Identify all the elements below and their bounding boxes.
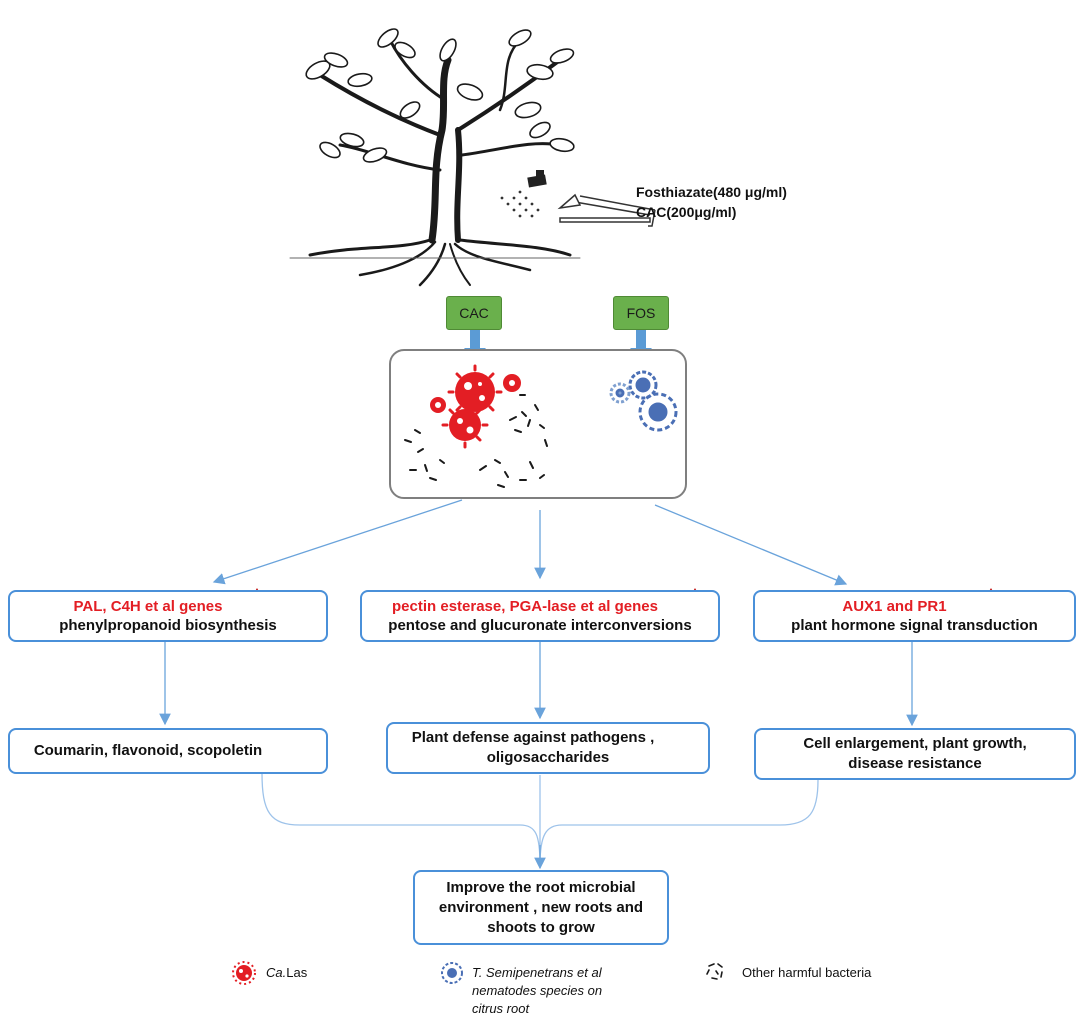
fos-agent-tag: FOS	[613, 296, 669, 330]
other-bacteria-cluster	[404, 394, 548, 488]
branch-genes: pectin esterase, PGA-lase et al genes	[392, 598, 658, 615]
legend-nematode-label: T. Semipenetrans et al nematodes species…	[472, 965, 603, 1016]
outcome-line2: environment , new roots and	[438, 899, 644, 916]
legend-las-icon	[232, 961, 256, 985]
branch-pathway: phenylpropanoid biosynthesis	[59, 617, 277, 634]
legend-bacteria-icon	[706, 963, 723, 980]
result-line1: Coumarin, flavonoid, scopoletin	[33, 742, 263, 759]
branch-box-pentose: pectin esterase, PGA-lase et al genes pe…	[360, 590, 720, 642]
branch-pathway: plant hormone signal transduction	[791, 617, 1038, 634]
result-box-coumarin: Coumarin, flavonoid, scopoletin	[8, 728, 328, 774]
cac-agent-tag: CAC	[446, 296, 502, 330]
sprayer-icon	[500, 170, 656, 227]
tree-leaves	[305, 28, 575, 163]
legend-las-label: Ca.Las	[266, 965, 308, 980]
result-line1: Plant defense against pathogens ,	[411, 729, 655, 746]
branch-box-phenylpropanoid: PAL, C4H et al genes phenylpropanoid bio…	[8, 590, 328, 642]
tree-illustration	[289, 38, 581, 287]
las-bacteria-cluster	[430, 364, 521, 449]
branch-pathway: pentose and glucuronate interconversions	[388, 617, 692, 634]
nematode-cluster	[609, 370, 678, 432]
fosthiazate-dose-label: Fosthiazate(480 μg/ml)	[636, 184, 787, 200]
cac-dose-label: CAC(200μg/ml)	[636, 204, 737, 220]
result-box-growth: Cell enlargement, plant growth, disease …	[754, 728, 1076, 780]
result-line2: disease resistance	[848, 755, 982, 772]
pathway-arrows	[159, 640, 918, 727]
outcome-line3: shoots to grow	[487, 919, 595, 936]
branch-genes: PAL, C4H et al genes	[73, 598, 223, 615]
outcome-line1: Improve the root microbial	[446, 879, 636, 896]
result-line2: oligosaccharides	[486, 749, 610, 766]
result-box-defense: Plant defense against pathogens , oligos…	[386, 722, 710, 774]
result-line1: Cell enlargement, plant growth,	[803, 735, 1027, 752]
legend-bacteria-label: Other harmful bacteria	[742, 965, 872, 980]
branch-box-hormone: AUX1 and PR1 plant hormone signal transd…	[753, 590, 1076, 642]
legend-nematode-icon	[441, 962, 463, 984]
branch-genes: AUX1 and PR1	[842, 598, 947, 615]
pathogen-chamber	[389, 349, 687, 499]
outcome-box: Improve the root microbial environment ,…	[413, 870, 669, 945]
chamber-arrows	[212, 499, 848, 586]
